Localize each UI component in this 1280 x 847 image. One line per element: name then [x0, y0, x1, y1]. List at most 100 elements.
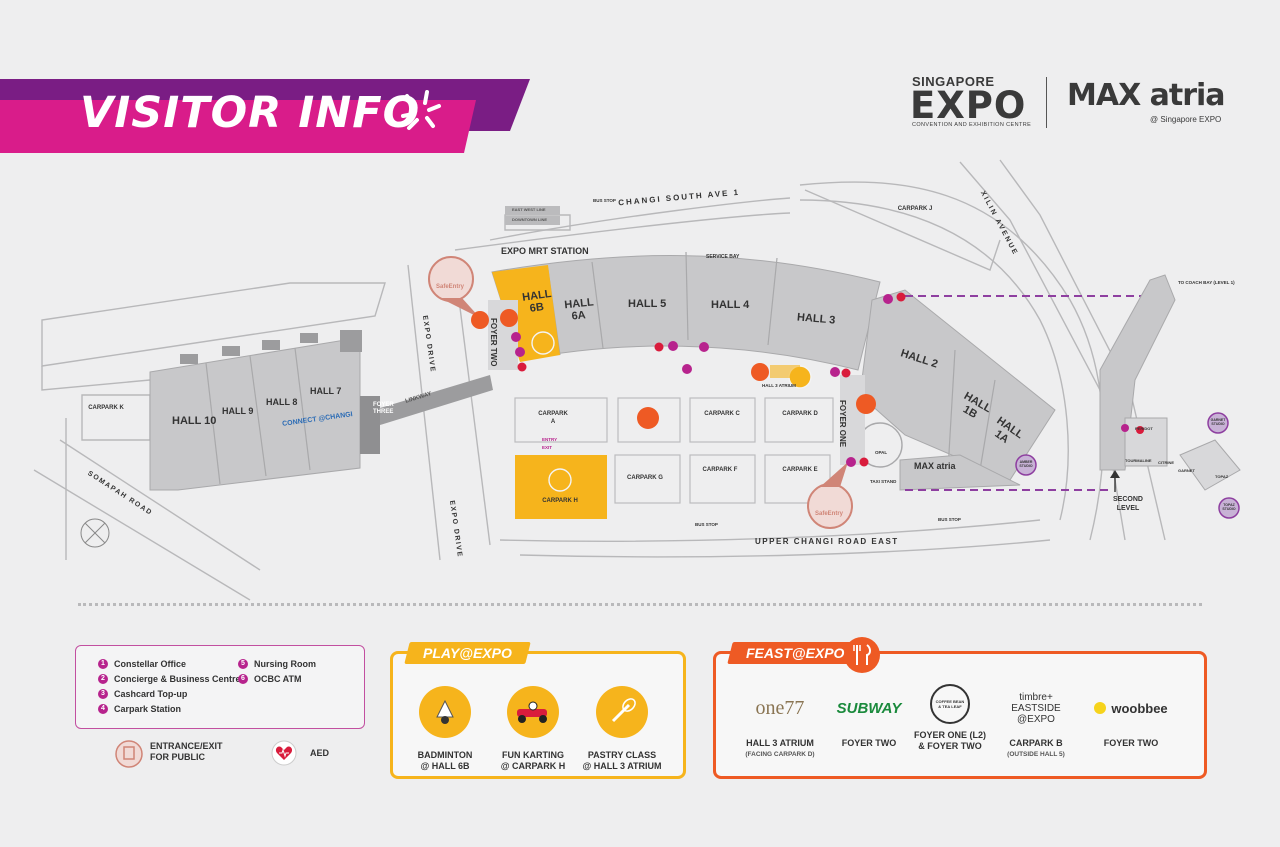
label-ew-line: EAST WEST LINE	[512, 207, 546, 212]
label-coach-bay: TO COACH BAY (LEVEL 1)	[1178, 280, 1235, 285]
second-level-room	[1124, 417, 1168, 467]
label-carpark-k: CARPARK K	[88, 405, 124, 411]
compass-line-2	[84, 522, 106, 544]
carpark-k-outline	[81, 394, 151, 441]
logo-divider	[1046, 77, 1047, 128]
label-bus-stop-south: BUS STOP	[695, 522, 718, 527]
aed-icon	[271, 740, 297, 766]
label-opal: OPAL	[875, 450, 888, 455]
label-hall-5: HALL 5	[628, 298, 667, 310]
safe-entry-east-pointer	[820, 462, 848, 487]
label-entry: ENTRY	[542, 437, 558, 442]
label-hall-4: HALL 4	[711, 299, 750, 311]
label-carpark-e: CARPARK E	[782, 467, 818, 473]
label-bus-stop-north: BUS STOP	[593, 198, 616, 203]
second-level-arrowhead	[1110, 470, 1120, 478]
pin-3c	[883, 294, 893, 304]
label-peridot: PERIDOT	[1135, 426, 1153, 431]
whisk-icon	[596, 686, 648, 738]
pin-6	[515, 347, 525, 357]
aed-marker-1	[517, 362, 527, 372]
east-hall-block	[859, 289, 1056, 481]
safe-entry-west-label: SafeEntry	[436, 284, 465, 290]
label-dt-line: DOWNTOWN LINE	[512, 217, 548, 222]
pin-2	[846, 457, 856, 467]
expo-drive-right	[454, 267, 491, 546]
safe-entry-west-pointer	[440, 298, 480, 318]
expo-drive-left	[407, 264, 441, 561]
pin-3a	[699, 342, 709, 352]
label-hall-3-atrium: HALL 3 ATRIUM	[762, 383, 796, 388]
roof-bump-1	[180, 354, 198, 364]
divider-6a-5	[591, 261, 604, 349]
label-exit: EXIT	[542, 445, 553, 450]
kart-icon	[507, 686, 559, 738]
divider-5-4	[685, 251, 689, 341]
label-hall-7: HALL 7	[310, 386, 342, 396]
road-west-outline-2	[41, 366, 151, 391]
divider-4-3	[767, 257, 778, 346]
carpark-a-lot	[514, 397, 608, 443]
label-carpark-g: CARPARK G	[627, 475, 663, 481]
atrium-highlight	[770, 365, 800, 378]
somapah-road-line-2	[59, 439, 261, 571]
label-citrine: CITRINE	[1158, 460, 1174, 465]
food-marker-atrium	[751, 363, 769, 381]
label-service-bay: SERVICE BAY	[706, 254, 740, 260]
feast-item-coffee-bean: COFFEE BEAN & TEA LEAF FOYER ONE (L2)& F…	[896, 684, 1004, 752]
legend-aed-label: AED	[310, 748, 330, 758]
feast-item-subway: SUBWAY FOYER TWO	[836, 699, 902, 749]
road-west-outline	[41, 282, 386, 367]
label-taxi-stand: TAXI STAND	[870, 479, 897, 484]
food-marker-1	[471, 311, 489, 329]
label-hall-6b: HALL 6B	[521, 287, 553, 315]
roof-bump-4	[300, 333, 318, 343]
label-carpark-c: CARPARK C	[704, 411, 740, 417]
legend-box	[75, 645, 365, 729]
second-level-garnet	[1179, 439, 1241, 491]
garnet-studio-marker	[1207, 412, 1229, 434]
topaz-studio-marker	[1218, 497, 1240, 519]
timbre-logo: timbre+ EASTSIDE @EXPO	[1011, 691, 1061, 725]
label-amber-studio: AMBER STUDIO	[1019, 460, 1033, 468]
label-garnet-studio: GARNET STUDIO	[1210, 418, 1226, 426]
play-item-badminton: BADMINTON@ HALL 6B	[395, 686, 495, 772]
label-max-atria-map: MAX atria	[914, 461, 956, 471]
mrt-track-1	[505, 206, 560, 215]
foyer-three-block	[360, 396, 380, 454]
divider-1b-1a	[979, 379, 996, 471]
logo-singapore: SINGAPORE	[912, 74, 995, 89]
logo-expo: EXPO	[910, 84, 1027, 127]
max-atria-block	[899, 454, 1021, 491]
mrt-track-2	[505, 216, 560, 225]
carpark-f-lot	[689, 454, 756, 504]
upper-changi-line	[499, 519, 1041, 542]
label-carpark-f: CARPARK F	[702, 467, 738, 473]
play-marker-karting	[548, 468, 572, 492]
aed-marker-5	[896, 292, 906, 302]
feast-item-woobbee: woobbee FOYER TWO	[1077, 692, 1185, 749]
label-topaz: TOPAZ	[1215, 474, 1229, 479]
woobbee-logo-dot	[1094, 702, 1107, 714]
food-marker-carpark-b	[637, 407, 659, 429]
logo-max-atria-subtitle: @ Singapore EXPO	[1150, 115, 1222, 124]
label-topaz-studio: TOPAZ STUDIO	[1222, 503, 1236, 511]
foyer-one-block	[840, 375, 865, 465]
play-item-karting: FUN KARTING@ CARPARK H	[483, 686, 583, 772]
upper-changi-line-2	[519, 539, 1051, 558]
play-item-pastry: PASTRY CLASS@ HALL 3 ATRIUM	[572, 686, 672, 772]
fork-knife-icon	[844, 637, 880, 673]
amber-studio-marker	[1015, 454, 1037, 476]
changi-south-line-2	[454, 212, 791, 251]
label-carpark-j: CARPARK J	[897, 206, 933, 212]
logo-max-atria: MAX atria	[1067, 78, 1226, 113]
coffee-bean-logo: COFFEE BEAN & TEA LEAF	[930, 684, 970, 724]
label-hall-6a: HALL 6A	[563, 296, 595, 323]
food-marker-2	[500, 309, 518, 327]
somapah-road-line	[33, 469, 251, 601]
divider-9-8	[249, 355, 267, 477]
roof-bump-5	[340, 330, 362, 352]
